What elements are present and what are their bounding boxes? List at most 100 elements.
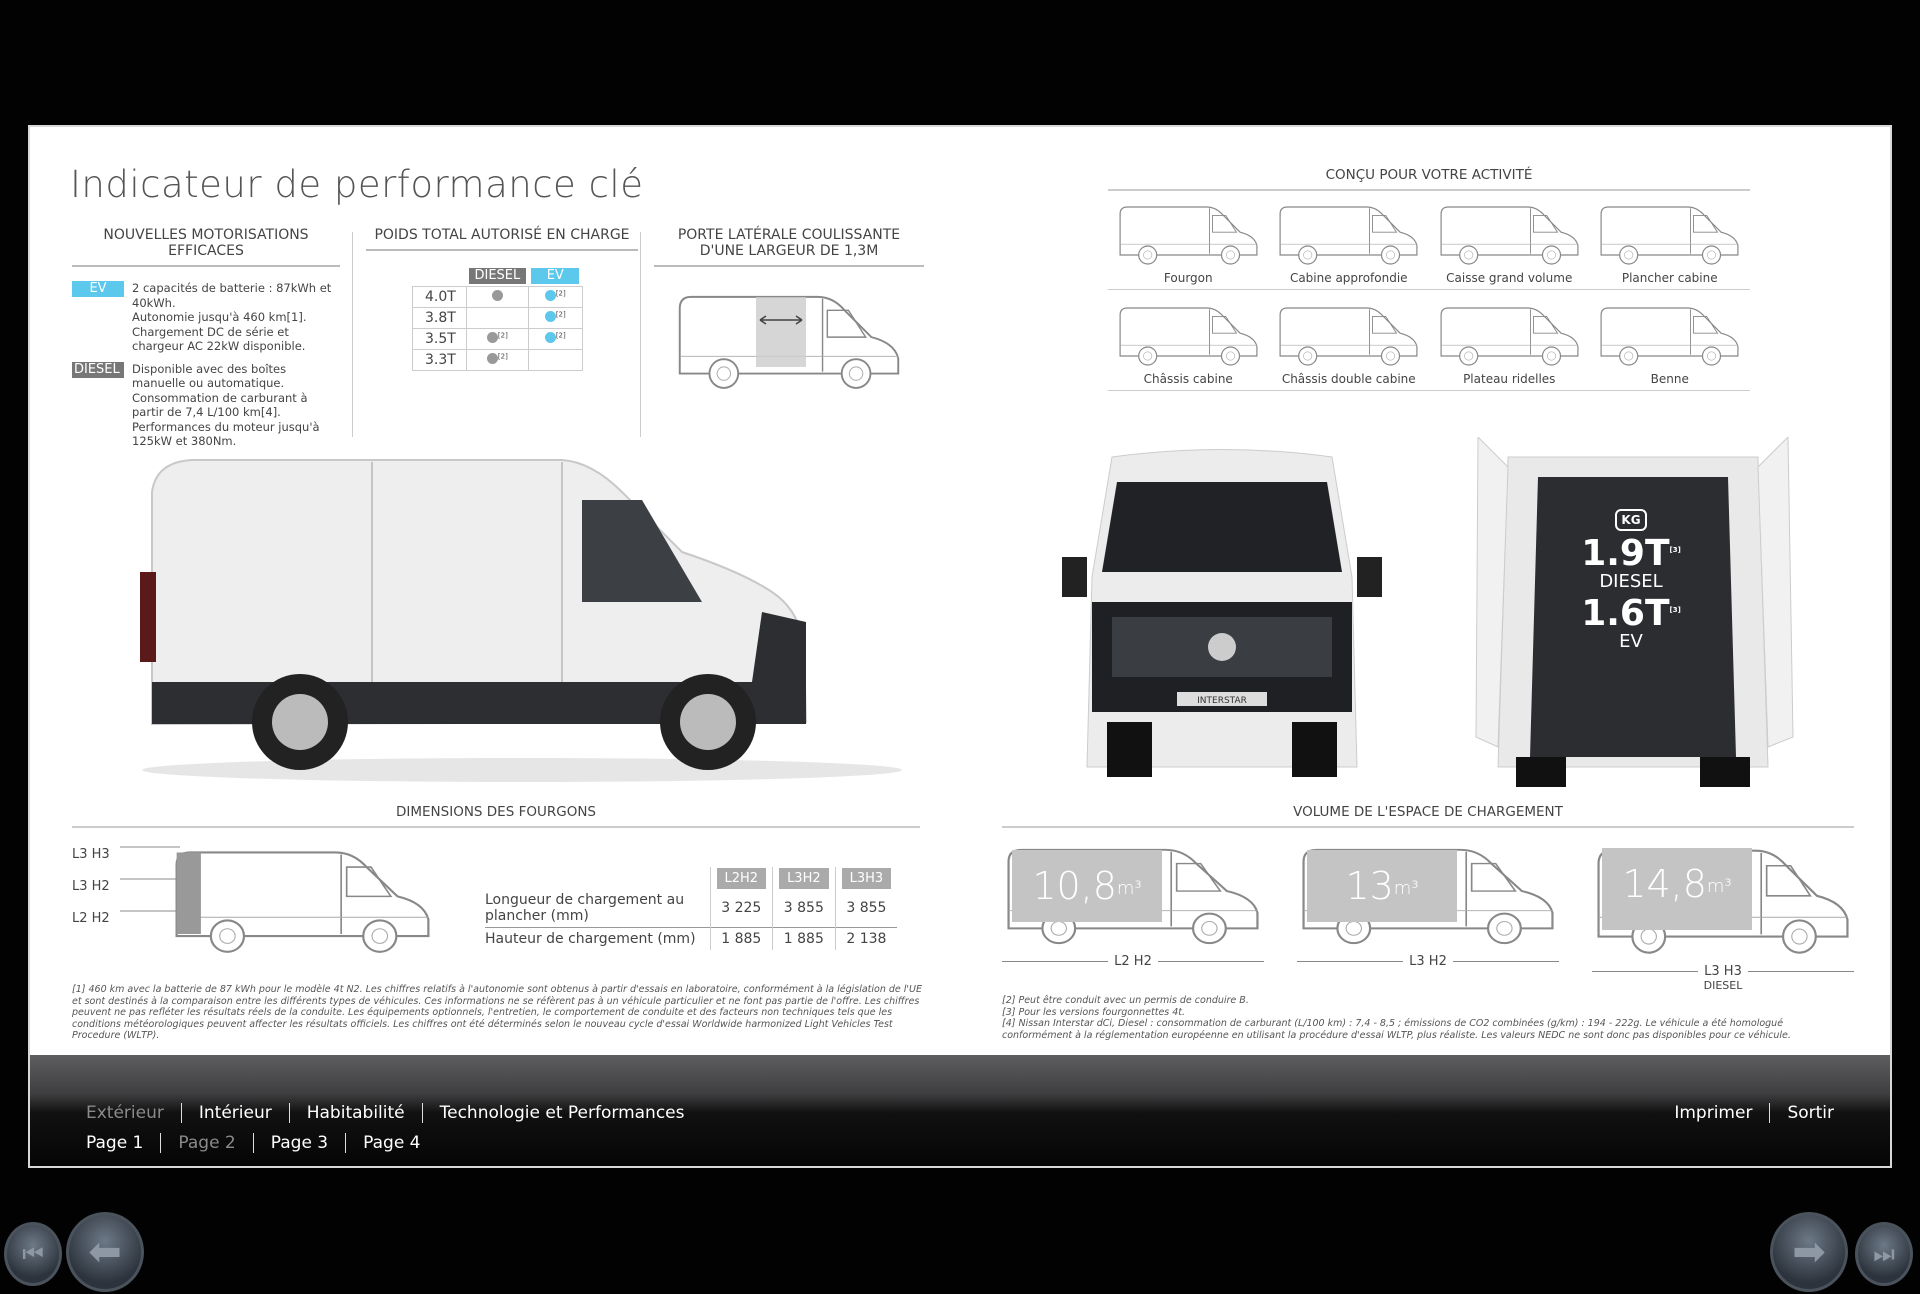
footnote: [3] Pour les versions fourgonnettes 4t.	[1002, 1006, 1186, 1018]
ev-cell: [2]	[527, 286, 583, 308]
nav-section-link[interactable]: Extérieur	[86, 1103, 164, 1123]
van-rear-photo: KG 1.9T[3] DIESEL 1.6T[3] EV	[1468, 437, 1798, 797]
ev-line: chargeur AC 22kW disponible.	[132, 339, 306, 353]
nav-separator	[160, 1133, 162, 1153]
diesel-payload-label: DIESEL	[1599, 571, 1663, 592]
footnote-ref: [2]	[555, 289, 566, 298]
cell: 1 885	[709, 927, 773, 950]
gvw-row: 3.8T [2]	[412, 307, 583, 329]
last-page-button[interactable]: ⏭	[1855, 1222, 1913, 1286]
cell: 3 855	[834, 889, 898, 928]
availability-dot-icon	[544, 311, 556, 322]
nav-page-link[interactable]: Page 2	[178, 1133, 236, 1153]
weight-label: 3.5T	[412, 328, 467, 350]
availability-dot-icon	[486, 332, 498, 343]
body-type-item: Châssis double cabine	[1268, 302, 1429, 391]
body-type-item: Caisse grand volume	[1429, 201, 1590, 290]
body-type-label: Cabine approfondie	[1289, 271, 1408, 285]
body-type-item: Fourgon	[1108, 201, 1269, 290]
diesel-cell: [2]	[466, 328, 529, 350]
ev-cell: [2]	[527, 307, 583, 329]
gvw-heading: POIDS TOTAL AUTORISÉ EN CHARGE	[366, 227, 638, 251]
print-link[interactable]: Imprimer	[1674, 1103, 1753, 1123]
viewer-footer: Extérieur Intérieur Habitabilité Technologi…	[30, 1055, 1890, 1166]
skip-forward-icon: ⏭	[1873, 1240, 1895, 1268]
diesel-cell	[466, 307, 529, 329]
side-door-heading: PORTE LATÉRALE COULISSANTE D'UNE LARGEUR…	[654, 227, 924, 267]
divider	[640, 232, 641, 437]
ev-line: 2 capacités de batterie : 87kWh et	[132, 281, 332, 295]
nav-separator	[180, 1103, 182, 1123]
diesel-payload-value: 1.9T	[1581, 533, 1670, 574]
availability-dot-icon	[486, 353, 498, 364]
nav-page-link[interactable]: Page 1	[86, 1133, 144, 1153]
footnote-ref: [2]	[555, 310, 566, 319]
nav-section-link[interactable]: Intérieur	[198, 1103, 272, 1123]
diesel-line: Consommation de carburant à	[132, 390, 308, 405]
footnotes-right: [2] Peut être conduit avec un permis de …	[1002, 995, 1852, 1041]
exit-link[interactable]: Sortir	[1787, 1103, 1834, 1123]
nav-page-link[interactable]: Page 4	[363, 1133, 421, 1153]
ev-line: Chargement DC de série et	[132, 324, 289, 339]
body-type-label: Fourgon	[1163, 271, 1213, 285]
van-side-photo	[140, 459, 902, 782]
body-type-label: Caisse grand volume	[1446, 271, 1573, 285]
volume-unit: m³	[1706, 876, 1732, 897]
volume-heading: VOLUME DE L'ESPACE DE CHARGEMENT	[1002, 804, 1854, 828]
nav-page-link[interactable]: Page 3	[270, 1133, 329, 1153]
ev-payload-value: 1.6T	[1581, 593, 1670, 634]
page-nav: Page 1 Page 2 Page 3 Page 4	[86, 1133, 421, 1153]
footnote-ref: [3]	[1669, 606, 1681, 614]
dimensions-van-illustration	[120, 846, 460, 962]
payload-block: KG 1.9T[3] DIESEL 1.6T[3] EV	[1581, 509, 1681, 651]
body-type-label: Châssis double cabine	[1281, 372, 1416, 386]
body-type-illustration	[1437, 302, 1582, 368]
volume-number: 13	[1345, 864, 1394, 908]
first-page-button[interactable]: ⏮	[4, 1222, 62, 1286]
weight-label: 3.8T	[412, 307, 467, 329]
nav-section-link[interactable]: Technologie et Performances	[439, 1103, 685, 1123]
body-type-item: Plancher cabine	[1589, 201, 1750, 290]
column-header: L3H2	[779, 868, 829, 889]
body-type-item: Plateau ridelles	[1429, 302, 1590, 391]
level-label: L3 H2	[72, 879, 110, 894]
body-type-label: Plancher cabine	[1621, 271, 1718, 285]
previous-page-button[interactable]: ⬅	[66, 1212, 144, 1292]
diesel-line: manuelle ou automatique.	[132, 376, 285, 390]
column-header: L3H3	[841, 868, 892, 889]
arrow-right-icon: ➡	[1792, 1229, 1826, 1275]
diesel-cell: [2]	[466, 349, 529, 371]
utility-nav: Imprimer Sortir	[1674, 1103, 1834, 1123]
nav-separator	[288, 1103, 290, 1123]
body-type-illustration	[1276, 302, 1421, 368]
gvw-row: 4.0T [2]	[412, 286, 583, 308]
brochure-page: Indicateur de performance clé NOUVELLES …	[28, 125, 1892, 1168]
footnote-ref: [2]	[497, 352, 508, 361]
nav-separator	[421, 1103, 423, 1123]
ev-payload-label: EV	[1619, 631, 1643, 652]
level-label: L2 H2	[72, 911, 110, 926]
footnotes-left: [1] 460 km avec la batterie de 87 kWh po…	[72, 984, 922, 1041]
body-type-illustration	[1276, 201, 1421, 267]
ev-tag: EV	[72, 281, 124, 297]
footnote-ref: [3]	[1669, 546, 1681, 554]
next-page-button[interactable]: ➡	[1770, 1212, 1848, 1292]
cell: 1 885	[772, 927, 836, 950]
ev-line: Autonomie jusqu'à 460 km[1].	[132, 310, 307, 324]
volume-unit: m³	[1116, 878, 1142, 899]
volume-label: L2 H2	[1114, 954, 1152, 969]
nav-section-link[interactable]: Habitabilité	[306, 1103, 405, 1123]
footnote: [4] Nissan Interstar dCi, Diesel : conso…	[1002, 1018, 1791, 1041]
weight-label: 4.0T	[412, 286, 467, 308]
ev-header: EV	[531, 268, 580, 284]
ev-line: 40kWh.	[132, 295, 176, 310]
